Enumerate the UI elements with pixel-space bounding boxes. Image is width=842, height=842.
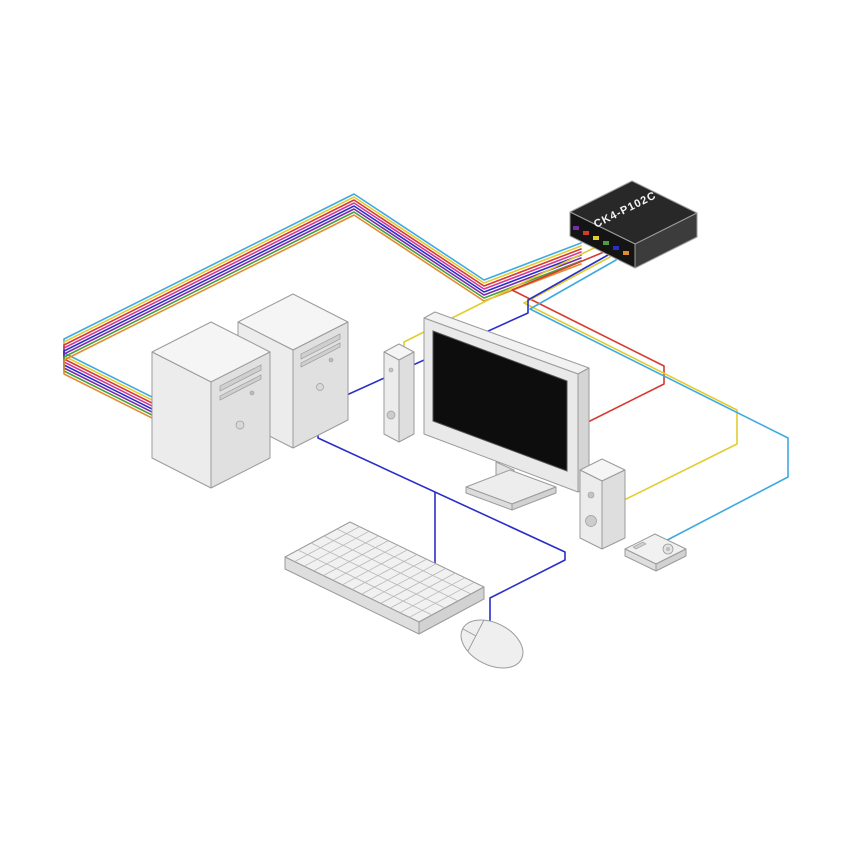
monitor-stand-base-right <box>511 486 557 511</box>
tower1-drive-bay-1 <box>219 364 262 392</box>
speaker-right-tweeter <box>587 491 595 499</box>
keyboard-right-edge <box>418 586 485 635</box>
tower1-button <box>249 390 255 396</box>
speaker-left-tweeter <box>388 367 394 373</box>
cable-blue-keyboard-mouse <box>317 254 609 633</box>
kvm-switch: CK4-P102C <box>569 180 698 269</box>
tower2-drive-bay-2 <box>300 342 341 368</box>
kvm-port-red <box>583 231 589 235</box>
kvm-port-blue <box>613 246 619 250</box>
tower2-drive-bay-1 <box>300 333 341 360</box>
remote-button-center <box>666 547 670 551</box>
speaker-right-woofer <box>585 515 597 527</box>
keyboard <box>284 521 485 635</box>
speaker-left-woofer <box>386 410 396 420</box>
kvm-port-orange <box>623 251 629 255</box>
speaker-right <box>579 458 626 550</box>
tower1-drive-bay-2 <box>219 374 262 401</box>
monitor <box>423 311 590 511</box>
mouse <box>460 619 524 669</box>
speaker-left-side <box>398 351 415 443</box>
keyboard-keys <box>294 526 475 618</box>
kvm-port-green <box>603 241 609 245</box>
remote-side-edge <box>655 548 687 572</box>
tower1-power-button <box>235 420 245 430</box>
tower2-power-button <box>316 383 324 391</box>
speaker-left-front <box>383 351 400 443</box>
cable-red-monitor <box>511 251 665 430</box>
tower2-button <box>328 357 334 363</box>
mouse-button-divider <box>462 628 477 637</box>
kvm-port-yellow <box>593 236 599 240</box>
kvm-port-purple <box>573 226 579 230</box>
monitor-screen <box>432 330 568 472</box>
cable-yellow-speaker-right <box>523 256 738 507</box>
speaker-right-front <box>579 469 603 550</box>
wired-remote <box>624 533 687 572</box>
speaker-right-side <box>601 469 626 550</box>
mouse-body <box>460 619 524 669</box>
computer-tower-1 <box>151 321 271 489</box>
speaker-left <box>383 343 415 443</box>
cable-lightblue-remote <box>529 259 789 549</box>
kvm-side-face <box>634 212 698 269</box>
remote-slot <box>632 541 647 550</box>
